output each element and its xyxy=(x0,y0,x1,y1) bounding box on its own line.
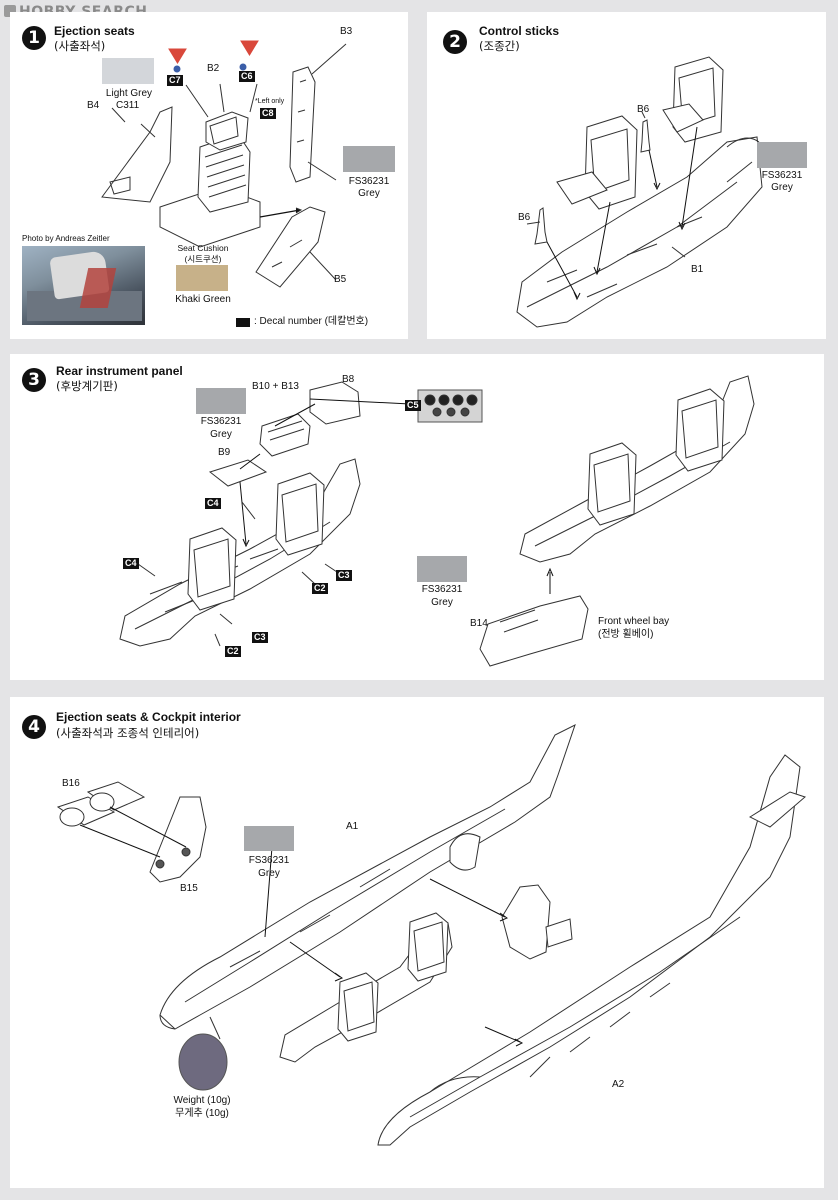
part-label-b2: B2 xyxy=(207,63,220,74)
part-label-a2: A2 xyxy=(612,1079,625,1090)
part-label-b14: B14 xyxy=(470,618,488,629)
decal-key-box xyxy=(236,318,250,327)
grey-label: Grey xyxy=(771,182,793,193)
grey-label: Grey xyxy=(431,597,453,608)
color-swatch-light-grey xyxy=(102,58,154,84)
step-4-panel: 4 Ejection seats & Cockpit interior (사출좌… xyxy=(10,697,824,1188)
decal-tag-c4-upper: C4 xyxy=(205,498,221,509)
part-label-b5: B5 xyxy=(334,274,347,285)
step-title: Rear instrument panel xyxy=(56,364,183,378)
part-label-b6-upper: B6 xyxy=(637,104,650,115)
decal-tag-c4-left: C4 xyxy=(123,558,139,569)
grey-label: Grey xyxy=(258,868,280,879)
color-swatch-fs36231-b xyxy=(417,556,467,582)
color-label-light-grey: Light Grey xyxy=(105,88,153,99)
fuselage-assembly-drawing xyxy=(10,697,824,1188)
control-sticks-drawing xyxy=(427,12,826,339)
fs-code-label: FS36231 xyxy=(421,584,463,595)
part-label-c311: C311 xyxy=(116,100,140,111)
part-label-b6-lower: B6 xyxy=(518,212,531,223)
weight-label-kr: 무게추 (10g) xyxy=(175,1108,229,1119)
ejection-seat-drawing xyxy=(10,12,408,339)
grey-label: Grey xyxy=(210,429,232,440)
reference-photo xyxy=(22,246,145,325)
front-wheel-bay-label: Front wheel bay xyxy=(598,616,670,627)
step-title: Ejection seats xyxy=(54,24,135,38)
color-swatch-fs36231 xyxy=(757,142,807,168)
color-swatch-khaki-green xyxy=(176,265,228,291)
part-label-b4: B4 xyxy=(87,100,100,111)
fs-code-label: FS36231 xyxy=(761,170,803,181)
photo-credit: Photo by Andreas Zeitler xyxy=(22,234,110,243)
decal-tag-c6: C6 xyxy=(239,71,255,82)
color-swatch-fs36231 xyxy=(244,826,294,851)
color-swatch-fs36231-a xyxy=(196,388,246,414)
left-only-note: *Left only xyxy=(255,98,285,105)
part-label-b10-b13: B10 + B13 xyxy=(252,381,299,392)
step-number: 3 xyxy=(22,368,46,392)
step-1-panel: 1 Ejection seats (사출좌석) B3 B2 B4 C311 B5… xyxy=(10,12,408,339)
part-label-b1: B1 xyxy=(691,264,704,275)
step-number: 4 xyxy=(22,715,46,739)
fs-code-label: FS36231 xyxy=(248,855,290,866)
part-label-b9: B9 xyxy=(218,447,231,458)
step-subtitle: (후방계기판) xyxy=(56,379,118,393)
decal-tag-c7: C7 xyxy=(167,75,183,86)
decal-tag-c2-right: C2 xyxy=(312,583,328,594)
grey-label: Grey xyxy=(358,188,380,199)
step-subtitle: (조종간) xyxy=(479,39,520,53)
step-3-panel: 3 Rear instrument panel (후방계기판) FS36231 … xyxy=(10,354,824,680)
decal-tag-c3-left: C3 xyxy=(252,632,268,643)
decal-tag-c3-right: C3 xyxy=(336,570,352,581)
color-label-khaki-green: Khaki Green xyxy=(175,294,231,305)
step-number: 2 xyxy=(443,30,467,54)
part-label-b16: B16 xyxy=(62,778,80,789)
step-subtitle: (사출좌석과 조종석 인테리어) xyxy=(56,726,200,740)
step-title: Ejection seats & Cockpit interior xyxy=(56,710,241,724)
rear-instrument-panel-drawing xyxy=(10,354,824,680)
weight-label: Weight (10g) xyxy=(173,1095,231,1106)
fs-code-label: FS36231 xyxy=(348,176,390,187)
part-label-a1: A1 xyxy=(346,821,359,832)
step-title: Control sticks xyxy=(479,24,560,38)
decal-tag-c8: C8 xyxy=(260,108,276,119)
step-2-panel: 2 Control sticks (조종간) B6 B6 B1 FS36231 … xyxy=(427,12,826,339)
seat-cushion-label-kr: (시트쿠션) xyxy=(184,254,222,264)
seat-cushion-label: Seat Cushion xyxy=(177,243,229,253)
step-subtitle: (사출좌석) xyxy=(54,39,106,53)
part-label-b3: B3 xyxy=(340,26,353,37)
color-swatch-fs36231 xyxy=(343,146,395,172)
part-label-b15: B15 xyxy=(180,883,198,894)
part-label-b8: B8 xyxy=(342,374,355,385)
decal-tag-c5: C5 xyxy=(405,400,421,411)
step-number: 1 xyxy=(22,26,46,50)
front-wheel-bay-label-kr: (전방 휠베이) xyxy=(598,629,654,640)
decal-number-note: : Decal number (데칼번호) xyxy=(254,316,369,327)
fs-code-label: FS36231 xyxy=(200,416,242,427)
decal-tag-c2-left: C2 xyxy=(225,646,241,657)
